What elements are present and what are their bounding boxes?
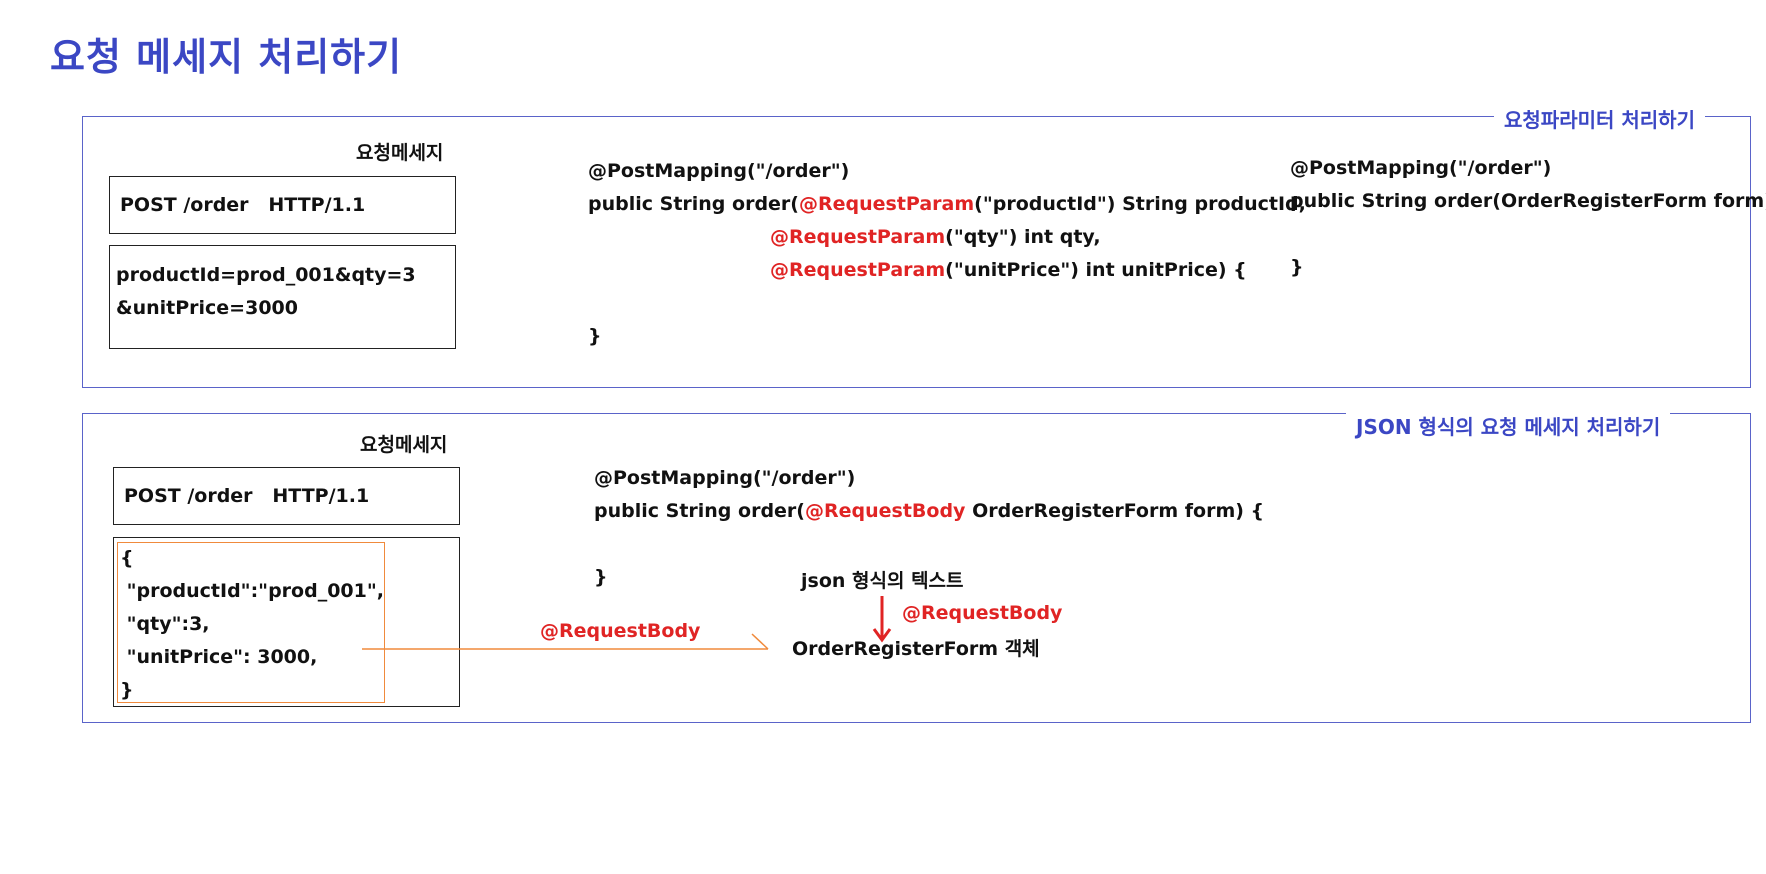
json-body: { "productId":"prod_001", "qty":3, "unit… [120,542,384,707]
code-block-request-body: @PostMapping("/order") public String ord… [594,462,1264,594]
request-line-box: POST /order HTTP/1.1 [109,176,456,234]
section-request-params [82,116,1751,388]
code-line: @RequestParam("qty") int qty, [770,226,1101,248]
request-line-box: POST /order HTTP/1.1 [113,467,460,525]
request-body-annotation: @RequestBody [805,500,966,522]
request-body-line: productId=prod_001&qty=3 [116,264,416,286]
request-param-annotation: @RequestParam [770,259,946,281]
json-highlight-box [117,542,385,703]
request-line: POST /order HTTP/1.1 [124,485,370,507]
request-message-label: 요청메세지 [360,434,448,456]
page-title: 요청 메세지 처리하기 [50,35,403,79]
json-line: "unitPrice": 3000, [120,646,318,668]
code-line: public String order(@RequestParam("produ… [588,193,1306,215]
section-json-body-label: JSON 형식의 요청 메세지 처리하기 [1346,411,1671,440]
code-line: @RequestParam("unitPrice") int unitPrice… [770,259,1247,281]
section-request-params-label: 요청파라미터 처리하기 [1494,104,1705,133]
request-param-annotation: @RequestParam [799,193,975,215]
request-body-box: productId=prod_001&qty=3 &unitPrice=3000 [109,245,456,349]
json-to-object-arrowhead [751,633,769,650]
code-line: @PostMapping("/order") [594,467,856,489]
code-line: public String order(@RequestBody OrderRe… [594,500,1265,522]
code-line: } [594,566,608,588]
json-line: } [120,679,134,701]
code-line: } [588,325,602,347]
code-line: } [1290,256,1304,278]
request-line: POST /order HTTP/1.1 [120,194,366,216]
json-line: "productId":"prod_001", [120,580,384,602]
request-json-box: { "productId":"prod_001", "qty":3, "unit… [113,537,460,707]
request-param-annotation: @RequestParam [770,226,946,248]
section-json-body [82,413,1751,723]
code-line: @PostMapping("/order") [588,160,850,182]
code-block-request-param: @PostMapping("/order") public String ord… [588,155,1306,353]
conversion-annotation-label: @RequestBody [902,602,1063,624]
request-body-line: &unitPrice=3000 [116,297,298,319]
code-block-form-object: @PostMapping("/order") public String ord… [1290,152,1766,284]
json-line: { [120,547,134,569]
text-to-object-arrowhead [872,628,892,643]
request-body-arrow-label: @RequestBody [540,620,701,642]
form-object-label: OrderRegisterForm 객체 [792,638,1040,660]
code-line: public String order(OrderRegisterForm fo… [1290,190,1766,212]
code-line: @PostMapping("/order") [1290,157,1552,179]
request-message-label: 요청메세지 [356,142,444,164]
json-text-label: json 형식의 텍스트 [801,570,964,592]
json-line: "qty":3, [120,613,210,635]
